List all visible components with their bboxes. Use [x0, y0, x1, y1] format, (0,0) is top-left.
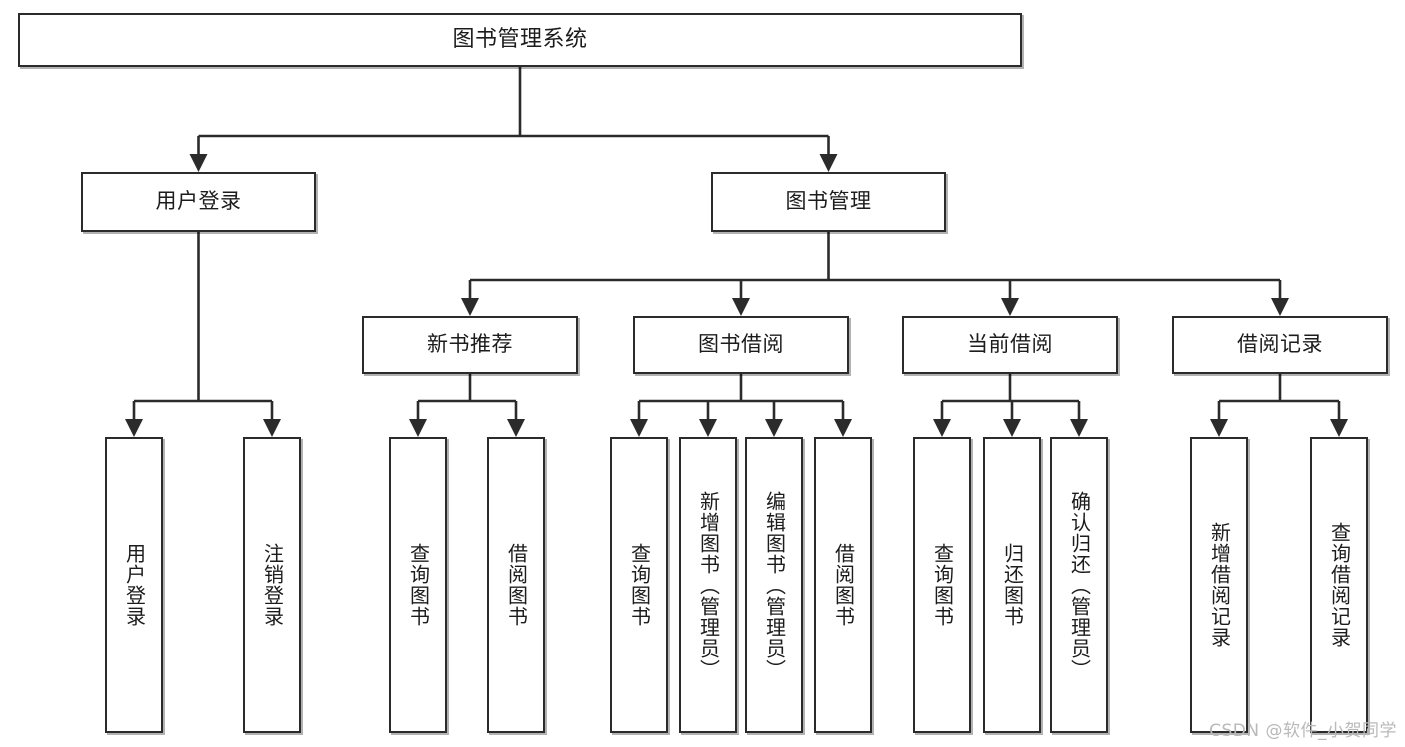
node-label: 借阅图书: [504, 543, 529, 627]
arrowhead-n4-1: [699, 419, 717, 437]
arrowhead-n1-0: [125, 419, 143, 437]
csdn-watermark: CSDN @软件_小贺同学: [1209, 721, 1397, 741]
node-label: 当前借阅: [967, 332, 1053, 357]
arrowhead-n2-3: [1271, 298, 1289, 316]
node-label: 用户登录: [122, 543, 147, 627]
arrowhead-n2-2: [1001, 298, 1019, 316]
node-n11[interactable]: 查询图书: [610, 437, 668, 733]
node-n8[interactable]: 注销登录: [243, 437, 301, 733]
node-n7[interactable]: 用户登录: [105, 437, 163, 733]
node-n15[interactable]: 查询图书: [913, 437, 971, 733]
node-label: 编辑图书（管理员）: [762, 490, 787, 680]
arrowhead-n6-1: [1330, 419, 1348, 437]
node-label: 新增图书（管理员）: [696, 490, 721, 680]
node-label: 查询借阅记录: [1327, 522, 1352, 648]
arrowhead-n4-2: [765, 419, 783, 437]
arrowhead-n3-1: [507, 419, 525, 437]
arrowhead-n3-0: [409, 419, 427, 437]
node-label: 图书管理系统: [452, 26, 588, 52]
node-label: 借阅图书: [831, 543, 856, 627]
arrowhead-n4-3: [834, 419, 852, 437]
node-n18[interactable]: 新增借阅记录: [1190, 437, 1248, 733]
arrowhead-n5-0: [933, 419, 951, 437]
arrowhead-n0-1: [819, 154, 838, 172]
node-label: 查询图书: [627, 543, 652, 627]
node-label: 查询图书: [930, 543, 955, 627]
node-label: 注销登录: [260, 543, 285, 627]
arrowhead-n6-0: [1210, 419, 1228, 437]
arrowhead-n4-0: [630, 419, 648, 437]
node-label: 新书推荐: [427, 332, 513, 357]
node-n17[interactable]: 确认归还（管理员）: [1050, 437, 1108, 733]
node-n14[interactable]: 借阅图书: [814, 437, 872, 733]
node-label: 新增借阅记录: [1207, 522, 1232, 648]
node-label: 借阅记录: [1237, 332, 1323, 357]
arrowhead-n1-1: [263, 419, 281, 437]
node-label: 图书管理: [785, 189, 872, 214]
node-label: 图书借阅: [698, 332, 784, 357]
node-n9[interactable]: 查询图书: [389, 437, 447, 733]
node-label: 归还图书: [1000, 543, 1025, 627]
arrowhead-n0-0: [189, 154, 208, 172]
arrowhead-n2-1: [732, 298, 750, 316]
node-n3[interactable]: 新书推荐: [362, 316, 578, 374]
node-n0[interactable]: 图书管理系统: [18, 13, 1022, 67]
arrowhead-n2-0: [461, 298, 479, 316]
node-n13[interactable]: 编辑图书（管理员）: [745, 437, 803, 733]
node-n2[interactable]: 图书管理: [711, 172, 946, 232]
node-n4[interactable]: 图书借阅: [633, 316, 849, 374]
node-n10[interactable]: 借阅图书: [487, 437, 545, 733]
node-n16[interactable]: 归还图书: [983, 437, 1041, 733]
node-n1[interactable]: 用户登录: [81, 172, 316, 232]
node-n12[interactable]: 新增图书（管理员）: [679, 437, 737, 733]
node-label: 确认归还（管理员）: [1067, 490, 1092, 680]
node-label: 用户登录: [155, 189, 242, 214]
node-n19[interactable]: 查询借阅记录: [1310, 437, 1368, 733]
arrowhead-n5-2: [1070, 419, 1088, 437]
node-n5[interactable]: 当前借阅: [902, 316, 1118, 374]
node-n6[interactable]: 借阅记录: [1172, 316, 1388, 374]
arrowhead-n5-1: [1003, 419, 1021, 437]
node-label: 查询图书: [406, 543, 431, 627]
